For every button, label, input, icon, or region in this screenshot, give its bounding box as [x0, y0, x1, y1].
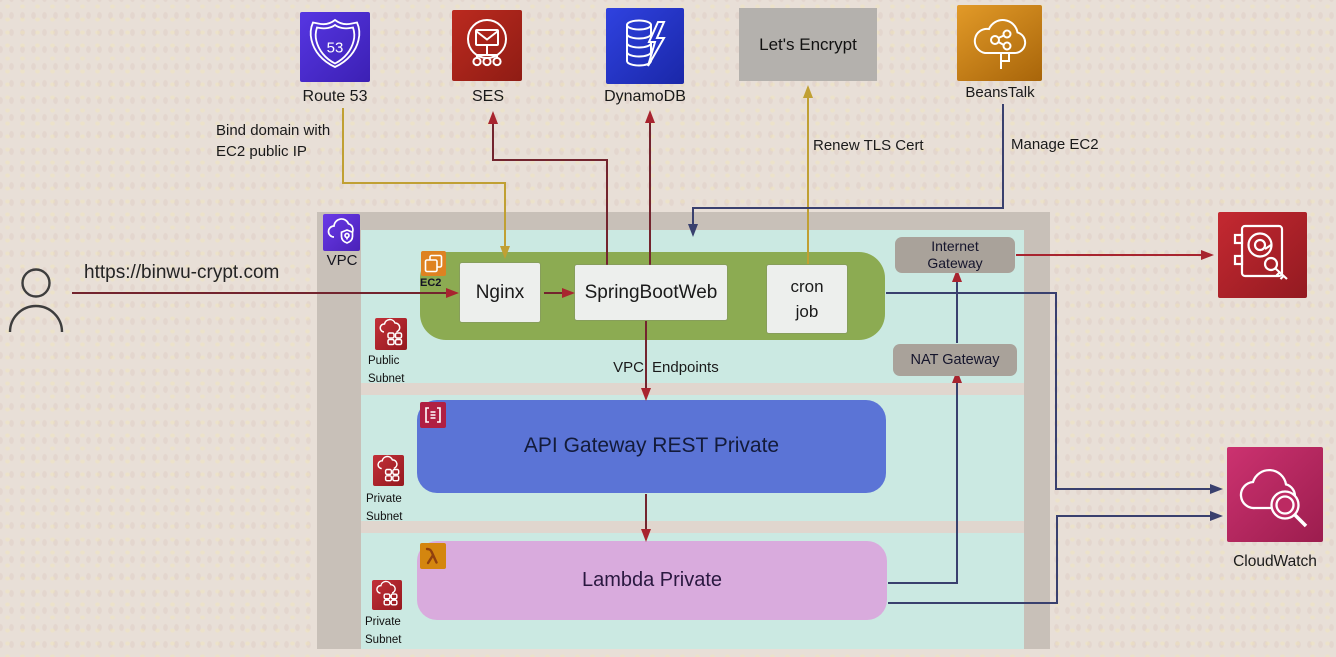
route53-icon: 53	[300, 12, 370, 82]
svg-text:53: 53	[327, 39, 344, 56]
nginx-node: Nginx	[460, 263, 540, 322]
user-icon	[8, 262, 64, 334]
springbootweb-node: SpringBootWeb	[575, 265, 727, 320]
api-gateway-label: API Gateway REST Private	[523, 434, 780, 458]
cron-job-node: cron job	[767, 265, 847, 333]
private-subnet-icon	[372, 580, 402, 610]
beanstalk-icon	[957, 5, 1042, 81]
edge-beanstalk-manage-ec2	[688, 104, 1004, 237]
subnet-divider	[361, 383, 1024, 395]
lambda-node: Lambda Private	[417, 541, 887, 620]
subnet-divider	[361, 521, 1024, 533]
dynamodb-icon	[606, 8, 684, 84]
bind-domain-label: Bind domain with EC2 public IP	[216, 122, 331, 160]
private-subnet-label: Private Subnet	[365, 616, 402, 647]
letsencrypt-box: Let's Encrypt	[739, 8, 877, 81]
public-subnet-label: Public Subnet	[368, 355, 405, 386]
route53-label: Route 53	[302, 88, 368, 105]
internet-gateway-node: Internet Gateway	[895, 237, 1015, 273]
vpc-endpoints-label: VPC	[613, 359, 644, 376]
ec2-label: EC2	[420, 277, 442, 289]
ses-icon	[452, 10, 522, 81]
letsencrypt-label: Let's Encrypt	[759, 34, 857, 54]
vpc-endpoints-label: Endpoints	[652, 359, 719, 376]
cloudwatch-label: CloudWatch	[1233, 553, 1317, 571]
ec2-icon	[421, 251, 446, 276]
vpc-label: VPC	[326, 251, 358, 269]
vpc-icon	[323, 214, 360, 251]
private-subnet-label: Private Subnet	[366, 493, 403, 524]
manage-ec2-label: Manage EC2	[1011, 136, 1099, 153]
api-gateway-node: API Gateway REST Private	[417, 400, 886, 493]
lambda-label: Lambda Private	[581, 569, 723, 591]
dynamodb-label: DynamoDB	[604, 88, 686, 105]
url-label: https://binwu-crypt.com	[84, 262, 280, 283]
lambda-icon	[420, 543, 446, 569]
secrets-manager-icon	[1218, 212, 1307, 298]
cloudwatch-icon	[1227, 447, 1323, 542]
private-subnet-icon	[373, 455, 404, 486]
renew-tls-label: Renew TLS Cert	[813, 137, 924, 154]
api-gateway-icon	[420, 402, 446, 428]
beanstalk-label: BeansTalk	[965, 83, 1035, 101]
nat-gateway-node: NAT Gateway	[893, 344, 1017, 376]
ses-label: SES	[471, 88, 504, 105]
public-subnet-icon	[375, 318, 407, 350]
